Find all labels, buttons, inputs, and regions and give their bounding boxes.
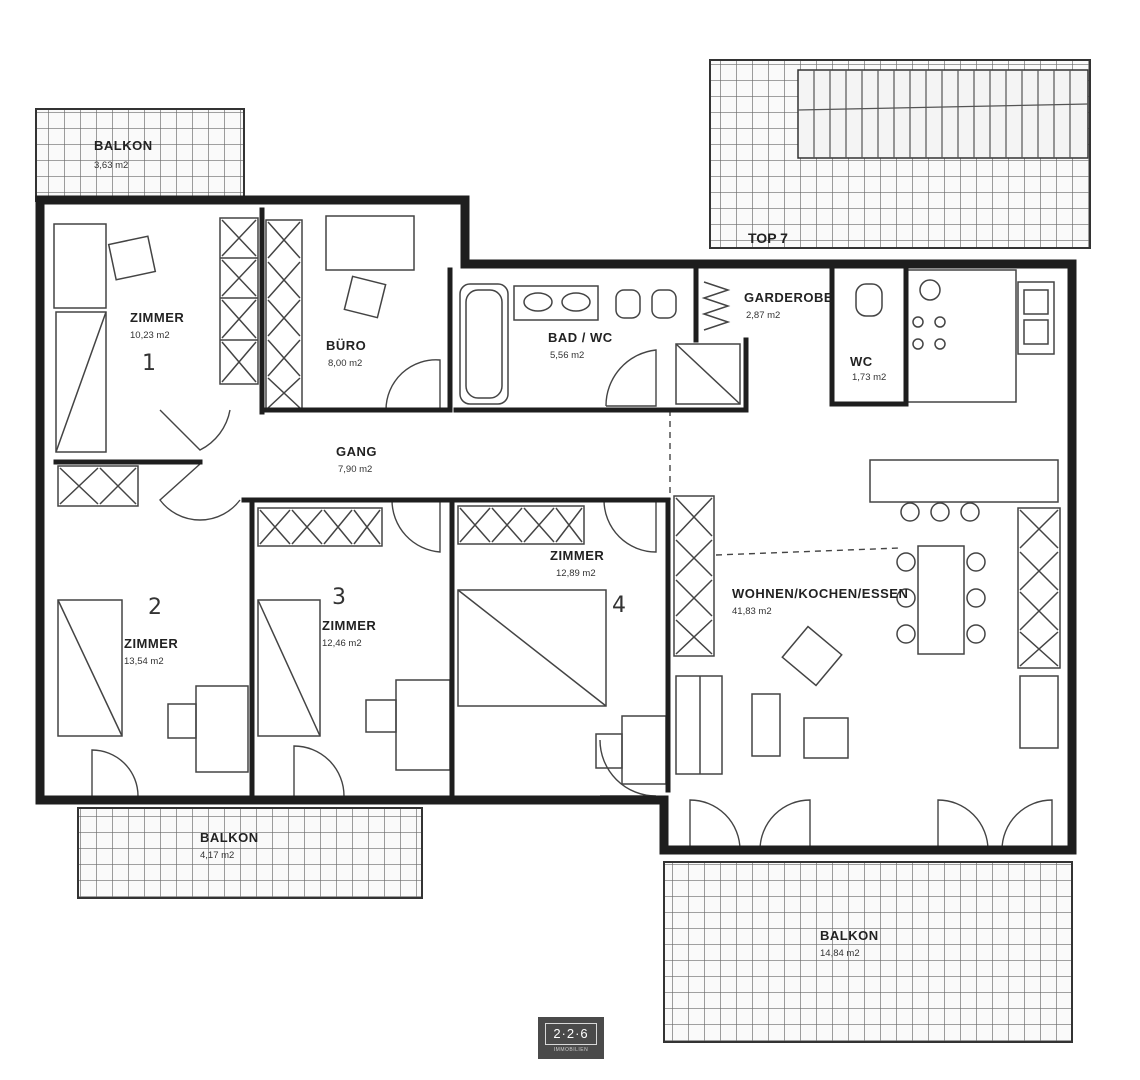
walls [35,195,1077,855]
room-area-zimmer-4: 12,89 m2 [556,568,596,579]
chair-living [803,717,849,759]
bathtub [459,283,509,405]
room-name-balkon-se: BALKON [820,928,879,943]
chair-buero [343,275,387,319]
room-name-wohnen: WOHNEN/KOCHEN/ESSEN [732,586,908,601]
room-name-buero: BÜRO [326,338,366,353]
coat-rack [701,281,731,331]
room-area-zimmer-3: 12,46 m2 [322,638,362,649]
room-note-zimmer-1: 1 [142,351,156,376]
furniture [53,215,1061,785]
room-area-wohnen: 41,83 m2 [732,606,772,617]
room-area-balkon-sw: 4,17 m2 [200,850,234,861]
balcony-sw [77,807,423,899]
balconies [35,59,1091,1043]
interior-floor [40,200,1072,850]
room-note-zimmer-3: 3 [332,585,346,610]
room-area-gang: 7,90 m2 [338,464,372,475]
room-area-zimmer-2: 13,54 m2 [124,656,164,667]
room-name-balkon-nw: BALKON [94,138,153,153]
room-name-zimmer-2: ZIMMER [124,636,178,651]
wardrobe-zimmer-1 [219,217,259,385]
room-area-balkon-nw: 3,63 m2 [94,160,128,171]
room-name-gang: GANG [336,444,377,459]
room-area-zimmer-1: 10,23 m2 [130,330,170,341]
room-name-wc: WC [850,354,873,369]
room-area-balkon-se: 14,84 m2 [820,948,860,959]
room-name-garderobe: GARDEROBE [744,290,833,305]
room-labels: TOP 7 BALKON 3,63 m2 ZIMMER 10,23 m2 1 B… [94,138,908,959]
chair-zimmer-2 [167,703,197,739]
room-area-bad-wc: 5,56 m2 [550,350,584,361]
chair-zimmer-4 [595,733,623,769]
room-name-bad-wc: BAD / WC [548,330,613,345]
sofa [675,675,723,775]
bidet-bad [651,289,677,319]
desk-zimmer-1 [53,223,107,309]
unit-label: TOP 7 [748,230,788,246]
chair-zimmer-1 [107,235,157,281]
toilet-bad [615,289,641,319]
room-area-wc: 1,73 m2 [852,372,886,383]
bed-zimmer-1 [55,311,107,453]
room-name-zimmer-3: ZIMMER [322,618,376,633]
bed-zimmer-2 [57,599,123,737]
room-area-garderobe: 2,87 m2 [746,310,780,321]
bed-zimmer-4 [457,589,607,707]
room-note-zimmer-4: 4 [612,593,626,618]
room-name-zimmer-1: ZIMMER [130,310,184,325]
tv-unit [1017,507,1061,669]
balcony-se [663,861,1073,1043]
double-sink [513,285,599,321]
kitchen-sink [1017,281,1055,355]
living-cabinet [673,495,715,657]
toilet-wc [855,283,883,317]
coffee-table [751,693,781,757]
room-name-balkon-sw: BALKON [200,830,259,845]
brand-logo: 2·2·6 IMMOBILIEN [538,1017,604,1059]
door-swings [91,349,1053,851]
lounge-chair [1019,675,1059,749]
room-note-zimmer-2: 2 [148,595,162,620]
stove [919,279,941,301]
room-area-buero: 8,00 m2 [328,358,362,369]
exterior-walls [35,195,1077,855]
room-name-zimmer-4: ZIMMER [550,548,604,563]
chair-zimmer-3 [365,699,397,733]
armchair-living [781,625,843,687]
balcony-nw [35,108,245,202]
desk-buero [325,215,415,271]
bed-zimmer-3 [257,599,321,737]
wardrobe-zimmer-3 [257,507,383,547]
brand-logo-subtitle: IMMOBILIEN [553,1047,589,1053]
kitchen-island [869,459,1059,503]
dining-table [917,545,965,655]
brand-logo-mark: 2·2·6 [545,1023,597,1045]
stair-ne [797,69,1089,159]
wardrobe-zimmer-4 [457,505,585,545]
shower [675,343,741,405]
wardrobe-zimmer-2 [57,465,139,507]
